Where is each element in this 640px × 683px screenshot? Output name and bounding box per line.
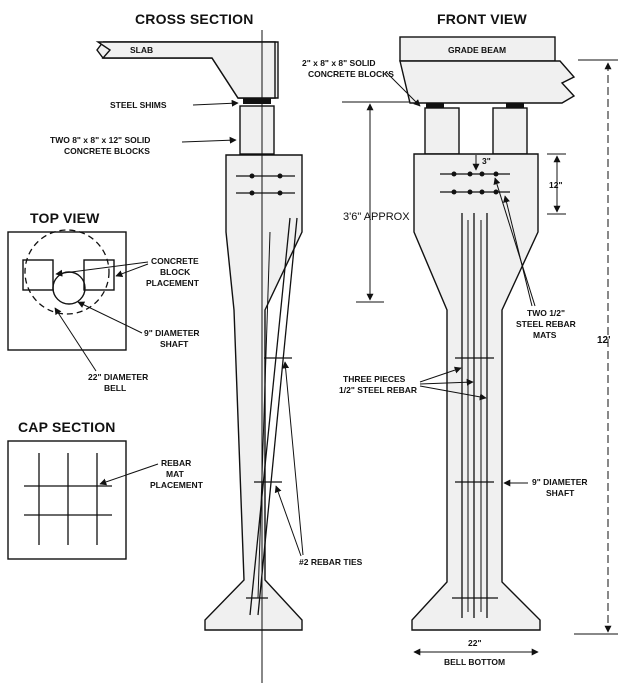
dim-12ft: 12' (597, 335, 611, 346)
two-blocks-label-1: TWO 8" x 8" x 12" SOLID (50, 135, 150, 145)
rebar-mat-label-3: PLACEMENT (150, 480, 204, 490)
dim-3in: 3" (482, 156, 491, 166)
pier-cross-section (204, 154, 303, 631)
front-block-left (424, 107, 460, 155)
two-blocks-label-2: CONCRETE BLOCKS (64, 146, 150, 156)
mats-label-1: TWO 1/2" (527, 308, 565, 318)
concrete-block-stack (239, 105, 275, 155)
steel-shims (243, 98, 271, 104)
shaft-front-label-2: SHAFT (546, 488, 575, 498)
top-view-drawing (7, 229, 127, 351)
slab-label: SLAB (130, 45, 153, 55)
grade-beam (399, 60, 576, 104)
cap-section-drawing (7, 440, 127, 560)
slab (95, 41, 276, 99)
bell-top-label-2: BELL (104, 383, 126, 393)
grade-beam-top (399, 36, 556, 62)
front-view-drawing: GRADE BEAM (399, 36, 576, 631)
solid-blocks-label-1: 2" x 8" x 8" SOLID (302, 58, 376, 68)
rebar-ties-label: #2 REBAR TIES (299, 557, 363, 567)
steel-shims-label: STEEL SHIMS (110, 100, 167, 110)
three-pieces-label-1: THREE PIECES (343, 374, 406, 384)
pier-front-view (411, 153, 541, 631)
approx-dimension: 3'6" APPROX (343, 211, 410, 223)
heading-cross-section: CROSS SECTION (135, 11, 254, 27)
mats-label-3: MATS (533, 330, 557, 340)
cap-section-frame (7, 440, 127, 560)
block-placement-label-2: BLOCK (160, 267, 191, 277)
bell-dim: 22" (468, 638, 482, 648)
shaft-top-label-1: 9" DIAMETER (144, 328, 200, 338)
top-view-frame (7, 231, 127, 351)
front-block-right (492, 107, 528, 155)
dim-12in: 12" (549, 180, 563, 190)
shaft-front-label-1: 9" DIAMETER (532, 477, 588, 487)
block-right (83, 259, 115, 291)
block-placement-label-3: PLACEMENT (146, 278, 200, 288)
shaft-outline (52, 271, 86, 305)
heading-cap-section: CAP SECTION (18, 419, 116, 435)
cross-section-drawing: SLAB (95, 30, 303, 683)
rebar-mat-label-2: MAT (166, 469, 185, 479)
three-pieces-label-2: 1/2" STEEL REBAR (339, 385, 417, 395)
grade-beam-label: GRADE BEAM (448, 45, 506, 55)
bell-top-label-1: 22" DIAMETER (88, 372, 148, 382)
block-placement-label-1: CONCRETE (151, 256, 199, 266)
bell-outline (24, 229, 110, 315)
heading-top-view: TOP VIEW (30, 210, 100, 226)
bell-bottom-label: BELL BOTTOM (444, 657, 505, 667)
heading-front-view: FRONT VIEW (437, 11, 527, 27)
solid-blocks-label-2: CONCRETE BLOCKS (308, 69, 394, 79)
shaft-top-label-2: SHAFT (160, 339, 189, 349)
block-left (22, 259, 54, 291)
mats-label-2: STEEL REBAR (516, 319, 576, 329)
rebar-mat-label-1: REBAR (161, 458, 191, 468)
